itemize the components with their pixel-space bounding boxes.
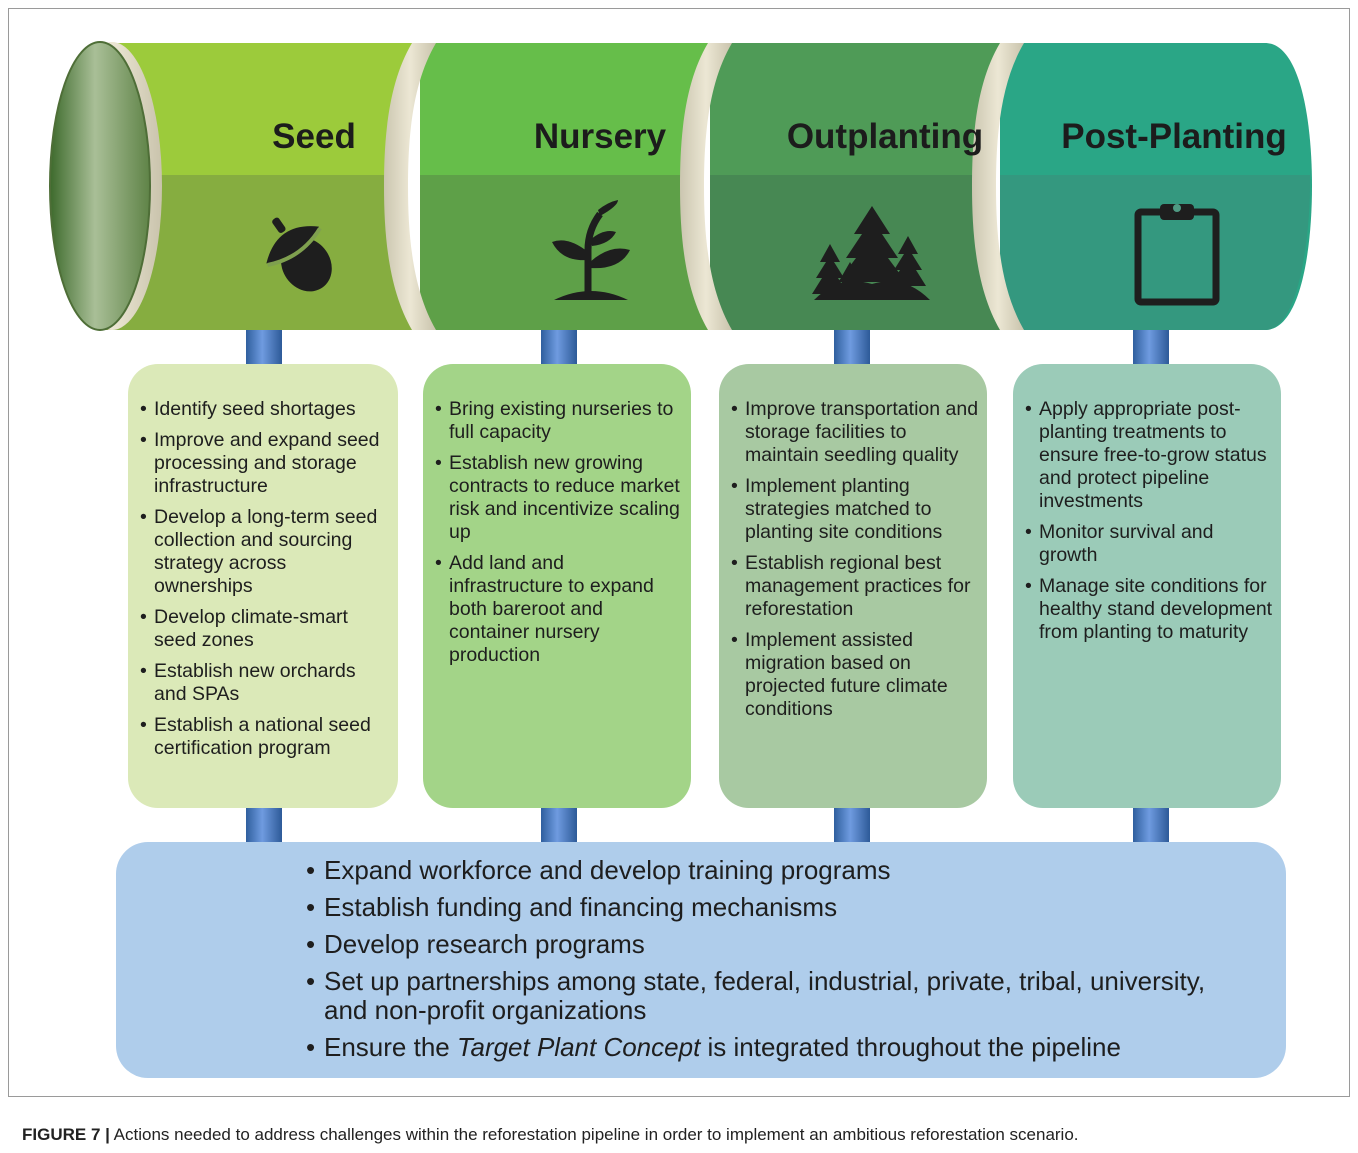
nursery-actions-list: Bring existing nurseries to full capacit… bbox=[433, 398, 683, 667]
item-text-after: is integrated throughout the pipeline bbox=[700, 1032, 1121, 1062]
figure-caption: FIGURE 7 | Actions needed to address cha… bbox=[22, 1125, 1079, 1145]
nursery-actions-box: Bring existing nurseries to full capacit… bbox=[423, 364, 691, 808]
list-item: Implement assisted migration based on pr… bbox=[729, 629, 979, 721]
list-item-target-plant: Ensure the Target Plant Concept is integ… bbox=[304, 1032, 1246, 1063]
list-item: Develop climate-smart seed zones bbox=[138, 606, 390, 652]
connector bbox=[834, 330, 870, 366]
forest-icon bbox=[812, 206, 930, 300]
connector bbox=[834, 806, 870, 844]
pipeline-cylinder bbox=[49, 41, 1312, 331]
seed-actions-list: Identify seed shortages Improve and expa… bbox=[138, 398, 390, 760]
list-item: Establish new growing contracts to reduc… bbox=[433, 452, 683, 544]
post-planting-actions-box: Apply appropriate post-planting treatmen… bbox=[1013, 364, 1281, 808]
list-item: Bring existing nurseries to full capacit… bbox=[433, 398, 683, 444]
stage-title-seed: Seed bbox=[272, 117, 356, 156]
cross-cutting-actions-list: Expand workforce and develop training pr… bbox=[304, 856, 1246, 1063]
target-plant-concept-emphasis: Target Plant Concept bbox=[456, 1032, 701, 1062]
post-planting-band bbox=[1000, 43, 1312, 330]
outplanting-actions-list: Improve transportation and storage facil… bbox=[729, 398, 979, 721]
list-item: Establish funding and financing mechanis… bbox=[304, 893, 1246, 923]
list-item: Apply appropriate post-planting treatmen… bbox=[1023, 398, 1273, 513]
list-item: Improve and expand seed processing and s… bbox=[138, 429, 390, 498]
list-item: Establish regional best management pract… bbox=[729, 552, 979, 621]
stage-title-nursery: Nursery bbox=[533, 117, 667, 156]
clipboard-icon bbox=[1134, 204, 1220, 306]
connector bbox=[541, 330, 577, 366]
list-item: Improve transportation and storage facil… bbox=[729, 398, 979, 467]
list-item: Develop research programs bbox=[304, 930, 1246, 960]
item-text-before: Ensure the bbox=[324, 1032, 457, 1062]
connector bbox=[541, 806, 577, 844]
list-item: Establish a national seed certification … bbox=[138, 714, 390, 760]
list-item: Expand workforce and develop training pr… bbox=[304, 856, 1246, 886]
seed-actions-box: Identify seed shortages Improve and expa… bbox=[128, 364, 398, 808]
stage-title-outplanting: Outplanting bbox=[786, 117, 984, 156]
cross-cutting-actions-box: Expand workforce and develop training pr… bbox=[116, 842, 1286, 1078]
seedling-icon bbox=[552, 200, 630, 300]
connector bbox=[1133, 330, 1169, 366]
acorn-icon bbox=[266, 217, 332, 292]
list-item: Develop a long-term seed collection and … bbox=[138, 506, 390, 598]
seed-band bbox=[100, 43, 430, 330]
list-item: Set up partnerships among state, federal… bbox=[304, 967, 1246, 1025]
caption-label: FIGURE 7 | bbox=[22, 1125, 110, 1144]
caption-text: Actions needed to address challenges wit… bbox=[109, 1125, 1079, 1144]
connector bbox=[1133, 806, 1169, 844]
connector bbox=[246, 330, 282, 366]
list-item: Identify seed shortages bbox=[138, 398, 390, 421]
list-item: Establish new orchards and SPAs bbox=[138, 660, 390, 706]
outplanting-actions-box: Improve transportation and storage facil… bbox=[719, 364, 987, 808]
stage-title-post-planting: Post-Planting bbox=[1061, 117, 1287, 156]
post-planting-actions-list: Apply appropriate post-planting treatmen… bbox=[1023, 398, 1273, 644]
list-item: Manage site conditions for healthy stand… bbox=[1023, 575, 1273, 644]
list-item: Implement planting strategies matched to… bbox=[729, 475, 979, 544]
list-item: Add land and infrastructure to expand bo… bbox=[433, 552, 683, 667]
list-item: Monitor survival and growth bbox=[1023, 521, 1273, 567]
connector bbox=[246, 806, 282, 844]
